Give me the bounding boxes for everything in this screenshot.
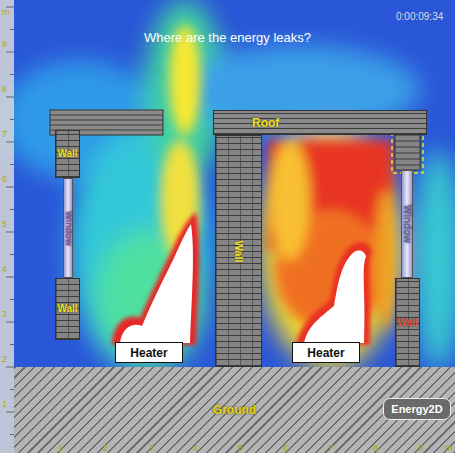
axis-number: 9 [2,40,7,49]
axis-number: 1 [2,400,7,409]
tick [6,412,14,413]
wall-block: Wall [55,278,80,340]
axis-number: 4 [2,265,7,274]
tick [6,187,14,188]
axis-number: 3 [2,310,7,319]
axis-number: 3 [148,444,153,453]
axis-number: 6 [283,444,288,453]
tick [10,164,14,165]
roof-bar: Roof [213,110,427,135]
window-pane: Window [63,178,73,278]
tick [10,209,14,210]
brick-line [395,141,420,142]
logo-badge: Energy2D [383,398,451,420]
tick [10,29,14,30]
node-label: Wall [57,149,77,159]
node-label: Wall [397,318,417,328]
axis-number: 6 [2,175,7,184]
node-label: Wall [233,240,244,262]
heater-box: Heater [115,342,183,363]
roof-line [50,120,163,121]
node-label: Heater [130,347,167,359]
heater-box: Heater [292,342,360,363]
right-upper-wall [395,135,420,170]
axis-number: 2 [2,355,7,364]
tick [6,97,14,98]
wall-block: Wall [215,135,262,367]
tick [10,299,14,300]
tick [6,277,14,278]
wall-block: Wall [55,130,80,178]
axis-number: 5 [238,444,243,453]
tick [6,52,14,53]
tick [6,232,14,233]
brick-line [395,165,420,166]
node-label: Heater [307,347,344,359]
title: Where are the energy leaks? [0,31,455,44]
brick-line [395,147,420,148]
axis-number: 4 [193,444,198,453]
axis-number: 5 [2,220,7,229]
node-label: Window [64,211,73,245]
axis-number: 1 [58,444,63,453]
tick [6,142,14,143]
node-label: Energy2D [391,404,442,415]
tick [10,254,14,255]
node-label: Wall [57,304,77,314]
roof-stripes [50,115,163,130]
axis-number: 8 [2,85,7,94]
axis-unit: m [445,444,453,453]
node-label: Ground [213,404,256,416]
node-label: Window [402,205,412,243]
axis-number: 7 [328,444,333,453]
tick [6,367,14,368]
brick-line [395,153,420,154]
axis-unit: m [2,8,10,17]
selection-box [392,132,423,173]
tick [10,344,14,345]
axis-number: 8 [373,444,378,453]
timer: 0:00:09:34 [396,12,443,22]
roof-line [50,125,163,126]
brick-line [395,159,420,160]
vertical-ruler [0,0,14,453]
tick [10,119,14,120]
tick [10,74,14,75]
axis-number: 7 [2,130,7,139]
window-pane: Window [401,170,413,278]
axis-number: 9 [418,444,423,453]
wall-block: Wall [395,278,420,367]
roof-line [50,115,163,116]
temperature-blobs [0,0,455,370]
axis-number: 2 [103,444,108,453]
wall-stripes [395,141,420,165]
tick [6,322,14,323]
node-label: Roof [252,117,279,129]
